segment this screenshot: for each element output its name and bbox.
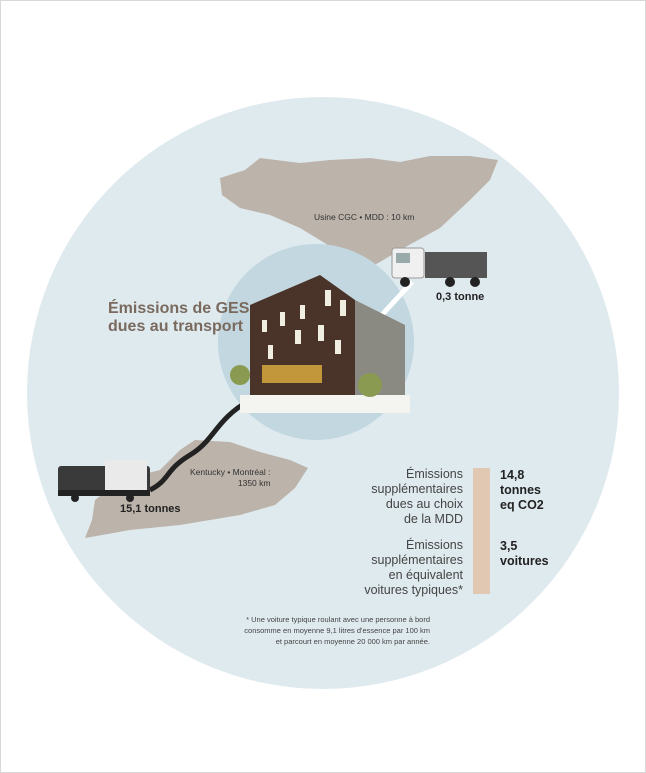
stat-label-line: en équivalent bbox=[388, 568, 463, 582]
stat-value-line: tonnes bbox=[500, 483, 541, 497]
train-route-label: Kentucky • Montréal : 1350 km bbox=[190, 467, 270, 489]
train-route-label-line: 1350 km bbox=[237, 478, 271, 488]
title-line: Émissions de GES bbox=[108, 300, 250, 317]
title-line: dues au transport bbox=[108, 318, 244, 335]
footnote: * Une voiture typique roulant avec une p… bbox=[170, 614, 430, 647]
train-route-label-line: Kentucky • Montréal : bbox=[190, 467, 271, 477]
train-icon bbox=[58, 460, 150, 502]
stat-label-line: voitures typiques* bbox=[364, 583, 463, 597]
footnote-line: et parcourt en moyenne 20 000 km par ann… bbox=[275, 637, 430, 646]
stat-label-line: supplémentaires bbox=[371, 482, 463, 496]
truck-route-label: Usine CGC • MDD : 10 km bbox=[314, 212, 415, 222]
stat-label-mdd: Émissions supplémentaires dues au choix … bbox=[323, 467, 463, 527]
stat-value-line: 3,5 bbox=[500, 539, 518, 553]
footnote-line: consomme en moyenne 9,1 litres d'essence… bbox=[244, 626, 430, 635]
footnote-line: * Une voiture typique roulant avec une p… bbox=[246, 615, 430, 624]
stat-value-line: 14,8 bbox=[500, 468, 525, 482]
stats-bar bbox=[473, 468, 490, 594]
kentucky-land-shape bbox=[85, 440, 308, 538]
stat-label-line: Émissions bbox=[406, 467, 463, 481]
stat-label-line: de la MDD bbox=[403, 512, 463, 526]
stat-value-cars: 3,5 voitures bbox=[500, 539, 549, 569]
quebec-land-shape bbox=[220, 156, 498, 285]
stat-label-cars: Émissions supplémentaires en équivalent … bbox=[323, 538, 463, 598]
stat-value-line: eq CO2 bbox=[500, 498, 544, 512]
stat-value-mdd: 14,8 tonnes eq CO2 bbox=[500, 468, 544, 513]
stat-label-line: supplémentaires bbox=[371, 553, 463, 567]
stat-label-line: dues au choix bbox=[385, 497, 463, 511]
truck-emissions: 0,3 tonne bbox=[436, 291, 485, 303]
stat-label-line: Émissions bbox=[406, 538, 463, 552]
truck-icon bbox=[391, 247, 487, 287]
train-emissions: 15,1 tonnes bbox=[120, 503, 181, 515]
stat-value-line: voitures bbox=[500, 554, 549, 568]
train-route-line bbox=[148, 397, 252, 493]
page-title: Émissions de GES dues au transport bbox=[108, 300, 249, 336]
building-icon bbox=[230, 275, 410, 413]
